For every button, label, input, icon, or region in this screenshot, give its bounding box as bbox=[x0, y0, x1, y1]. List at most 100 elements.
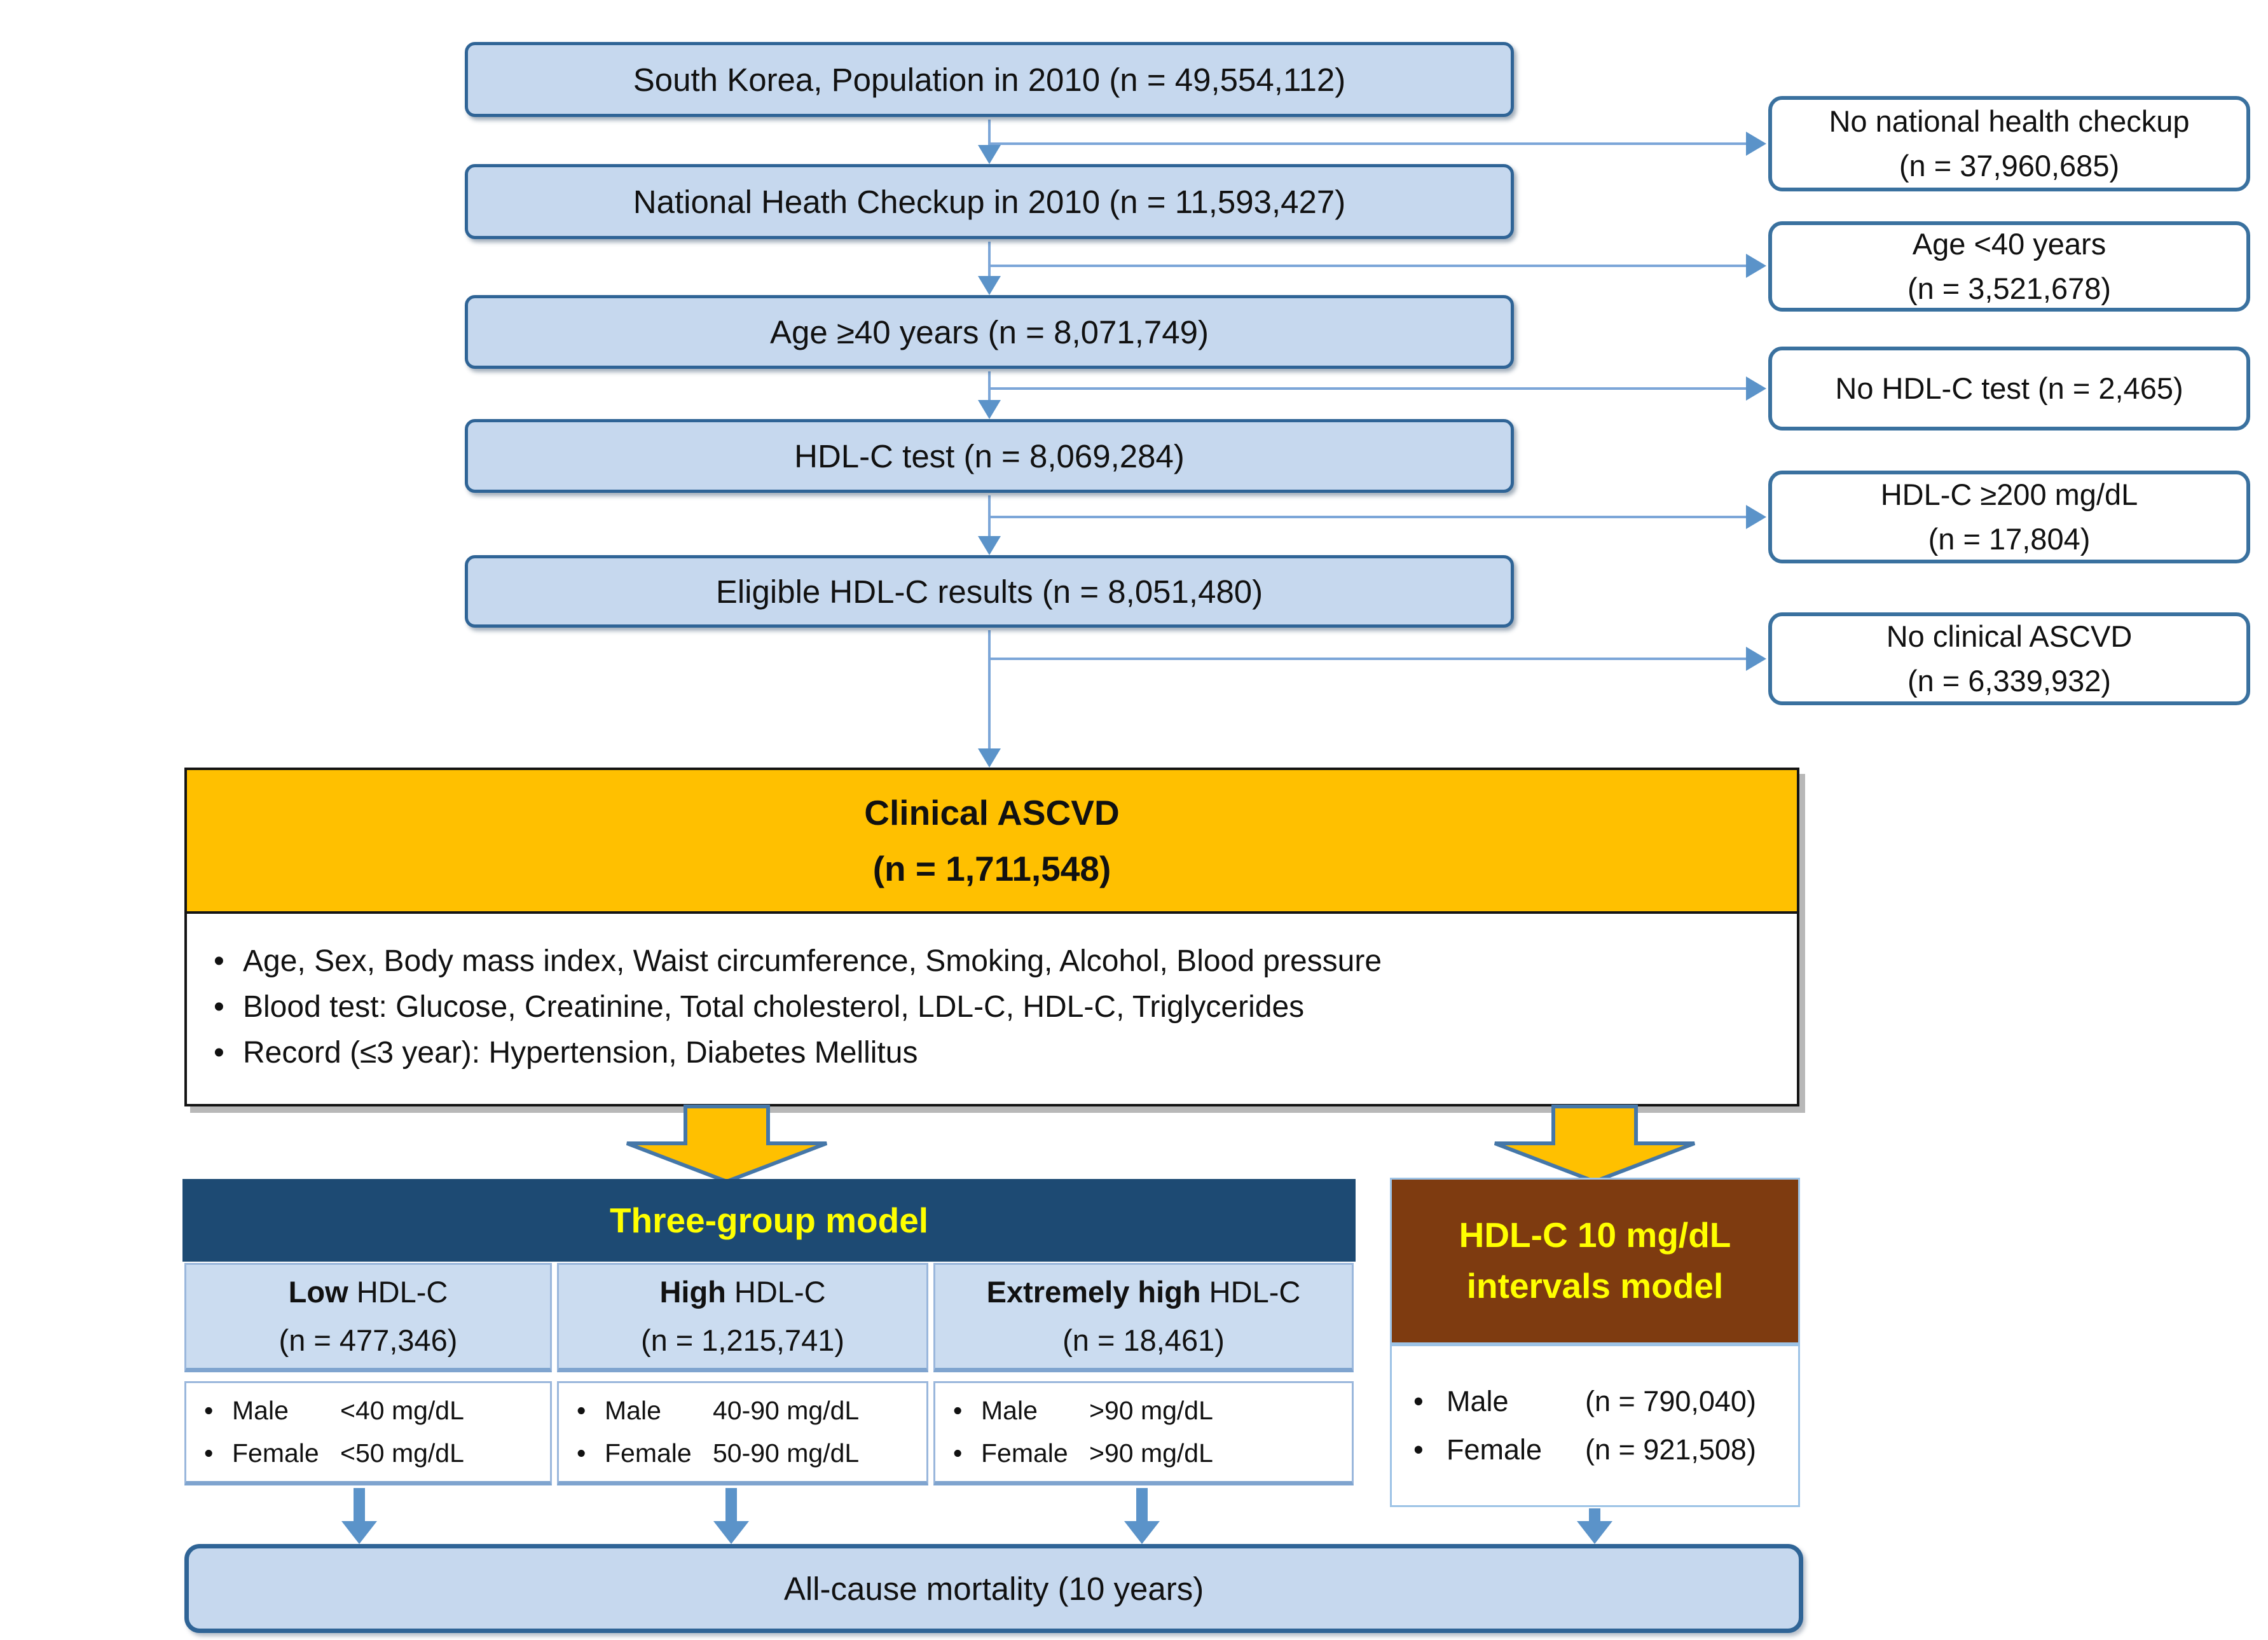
down-arrowhead-icon bbox=[1124, 1521, 1160, 1544]
flow-box-label: Age ≥40 years (n = 8,071,749) bbox=[769, 314, 1209, 350]
down-arrow-icon bbox=[354, 1488, 365, 1522]
clinical-ascvd-count: (n = 1,711,548) bbox=[872, 849, 1111, 888]
exclusion-box-no-hdl-test: No HDL-C test (n = 2,465) bbox=[1768, 347, 2250, 431]
outcome-label: All-cause mortality (10 years) bbox=[783, 1570, 1204, 1607]
bullet-icon: • bbox=[577, 1438, 586, 1468]
criteria-value: 40-90 mg/dL bbox=[713, 1396, 860, 1425]
group-name: Extremely high HDL-C bbox=[987, 1268, 1301, 1316]
flow-box-national-checkup: National Heath Checkup in 2010 (n = 11,5… bbox=[465, 164, 1514, 239]
arrowhead-down-icon bbox=[978, 400, 1001, 419]
bullet-icon: • bbox=[214, 990, 224, 1024]
criteria-row: • Male 40-90 mg/dL bbox=[577, 1396, 926, 1426]
intervals-label: Female bbox=[1447, 1433, 1543, 1466]
arrowhead-right-icon bbox=[1746, 132, 1766, 156]
group-count: (n = 477,346) bbox=[278, 1323, 458, 1357]
bullet-icon: • bbox=[204, 1396, 214, 1425]
arrowhead-right-icon bbox=[1746, 254, 1766, 278]
criteria-row: • Female 50-90 mg/dL bbox=[577, 1438, 926, 1468]
bullet-item: • Record (≤3 year): Hypertension, Diabet… bbox=[214, 1035, 1770, 1070]
group-name: Low HDL-C bbox=[289, 1268, 448, 1316]
group-column-header-high: High HDL-C (n = 1,215,741) bbox=[557, 1263, 928, 1372]
bullet-icon: • bbox=[577, 1396, 586, 1425]
exclusion-line: No HDL-C test (n = 2,465) bbox=[1835, 371, 2183, 405]
flow-box-label: South Korea, Population in 2010 (n = 49,… bbox=[633, 61, 1346, 98]
down-arrow-icon bbox=[1589, 1508, 1600, 1524]
arrowhead-down-icon bbox=[978, 276, 1001, 295]
criteria-label: Male bbox=[232, 1396, 289, 1425]
intervals-model-title-line2: intervals model bbox=[1466, 1266, 1724, 1306]
connector-line bbox=[988, 242, 991, 277]
bullet-icon: • bbox=[204, 1438, 214, 1468]
group-column-criteria-extremely-high: • Male >90 mg/dL • Female >90 mg/dL bbox=[933, 1381, 1354, 1485]
intervals-value: (n = 790,040) bbox=[1585, 1385, 1756, 1417]
criteria-label: Male bbox=[605, 1396, 661, 1425]
bullet-text: Record (≤3 year): Hypertension, Diabetes… bbox=[243, 1036, 918, 1070]
arrowhead-down-icon bbox=[978, 536, 1001, 555]
arrowhead-down-icon bbox=[978, 145, 1001, 164]
exclusion-box-age-under-40: Age <40 years (n = 3,521,678) bbox=[1768, 221, 2250, 312]
group-name-bold: High bbox=[659, 1274, 726, 1309]
intervals-row: • Female (n = 921,508) bbox=[1413, 1433, 1798, 1466]
criteria-label: Female bbox=[981, 1438, 1068, 1468]
connector-line bbox=[988, 516, 1746, 518]
bullet-icon: • bbox=[953, 1396, 963, 1425]
criteria-value: 50-90 mg/dL bbox=[713, 1438, 860, 1468]
exclusion-line: No clinical ASCVD bbox=[1886, 619, 2133, 653]
arrowhead-right-icon bbox=[1746, 505, 1766, 529]
flow-box-label: National Heath Checkup in 2010 (n = 11,5… bbox=[633, 183, 1346, 220]
clinical-ascvd-title: Clinical ASCVD bbox=[864, 793, 1120, 832]
criteria-value: <50 mg/dL bbox=[340, 1438, 464, 1468]
block-arrow-down-icon bbox=[1494, 1105, 1696, 1184]
down-arrow-icon bbox=[725, 1488, 737, 1522]
criteria-value: >90 mg/dL bbox=[1089, 1396, 1213, 1425]
group-column-criteria-high: • Male 40-90 mg/dL • Female 50-90 mg/dL bbox=[557, 1381, 928, 1485]
criteria-label: Female bbox=[232, 1438, 319, 1468]
flow-box-label: Eligible HDL-C results (n = 8,051,480) bbox=[715, 573, 1263, 610]
group-name-rest: HDL-C bbox=[1200, 1274, 1301, 1309]
bullet-item: • Age, Sex, Body mass index, Waist circu… bbox=[214, 944, 1770, 979]
group-count: (n = 1,215,741) bbox=[640, 1323, 845, 1357]
outcome-box: All-cause mortality (10 years) bbox=[184, 1544, 1803, 1633]
clinical-ascvd-header: Clinical ASCVD (n = 1,711,548) bbox=[187, 770, 1797, 914]
intervals-model-title-line1: HDL-C 10 mg/dL bbox=[1459, 1215, 1731, 1255]
three-group-model-header: Three-group model bbox=[182, 1179, 1356, 1262]
down-arrowhead-icon bbox=[713, 1521, 749, 1544]
clinical-ascvd-section: Clinical ASCVD (n = 1,711,548) • Age, Se… bbox=[184, 768, 1799, 1106]
down-arrowhead-icon bbox=[341, 1521, 377, 1544]
bullet-text: Age, Sex, Body mass index, Waist circumf… bbox=[243, 944, 1382, 978]
bullet-icon: • bbox=[214, 1036, 224, 1070]
bullet-text: Blood test: Glucose, Creatinine, Total c… bbox=[243, 990, 1305, 1024]
exclusion-box-no-clinical-ascvd: No clinical ASCVD (n = 6,339,932) bbox=[1768, 612, 2250, 705]
criteria-row: • Female >90 mg/dL bbox=[953, 1438, 1352, 1468]
connector-line bbox=[988, 371, 991, 401]
flow-box-label: HDL-C test (n = 8,069,284) bbox=[794, 438, 1185, 474]
criteria-row: • Male >90 mg/dL bbox=[953, 1396, 1352, 1426]
three-group-model-title: Three-group model bbox=[609, 1201, 929, 1240]
connector-line bbox=[988, 142, 1746, 145]
connector-line bbox=[988, 630, 991, 750]
group-name: High HDL-C bbox=[659, 1268, 825, 1316]
arrowhead-down-icon bbox=[978, 748, 1001, 768]
bullet-item: • Blood test: Glucose, Creatinine, Total… bbox=[214, 989, 1770, 1024]
exclusion-line: Age <40 years bbox=[1912, 226, 2106, 261]
flow-box-eligible-results: Eligible HDL-C results (n = 8,051,480) bbox=[465, 555, 1514, 628]
bullet-icon: • bbox=[1413, 1385, 1424, 1417]
bullet-icon: • bbox=[214, 944, 224, 978]
criteria-label: Male bbox=[981, 1396, 1038, 1425]
connector-line bbox=[988, 387, 1746, 390]
group-column-header-low: Low HDL-C (n = 477,346) bbox=[184, 1263, 552, 1372]
clinical-ascvd-variable-list: • Age, Sex, Body mass index, Waist circu… bbox=[187, 914, 1797, 1104]
exclusion-line: HDL-C ≥200 mg/dL bbox=[1880, 477, 2138, 511]
bullet-icon: • bbox=[953, 1438, 963, 1468]
exclusion-line: (n = 6,339,932) bbox=[1907, 664, 2112, 698]
group-name-bold: Low bbox=[288, 1274, 348, 1309]
exclusion-line: (n = 17,804) bbox=[1928, 522, 2091, 556]
criteria-row: • Male <40 mg/dL bbox=[204, 1396, 550, 1426]
intervals-value: (n = 921,508) bbox=[1585, 1433, 1756, 1466]
connector-line bbox=[988, 265, 1746, 267]
intervals-row: • Male (n = 790,040) bbox=[1413, 1385, 1798, 1418]
group-name-bold: Extremely high bbox=[986, 1274, 1201, 1309]
exclusion-line: (n = 37,960,685) bbox=[1899, 149, 2120, 183]
block-arrow-down-icon bbox=[626, 1105, 828, 1184]
